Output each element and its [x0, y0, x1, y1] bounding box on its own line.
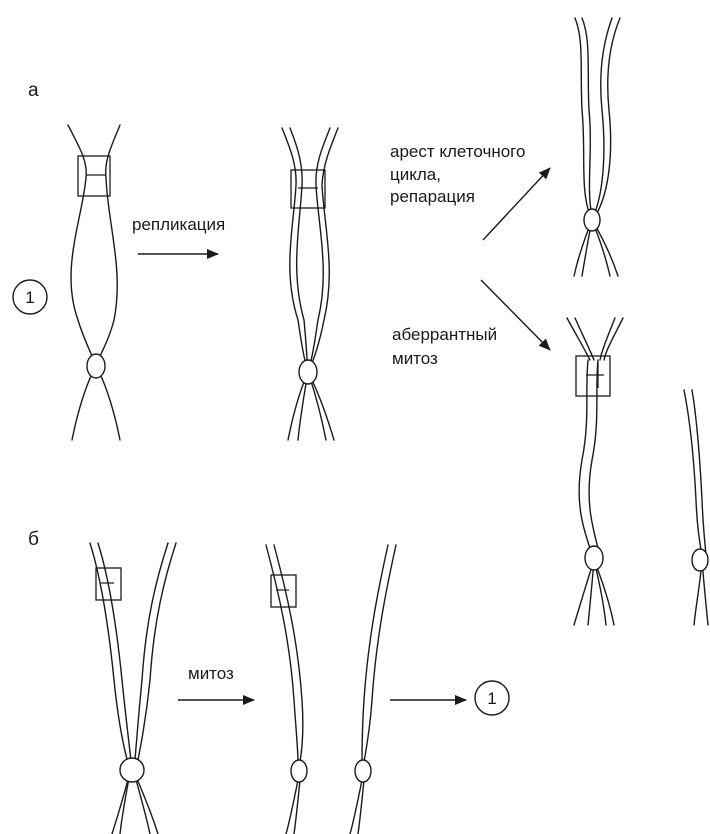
- lesion-box-a4: [576, 356, 610, 396]
- chromosome-a5: [684, 390, 708, 625]
- aberrant-label-1: аберрантный: [392, 325, 497, 344]
- centromere-b3: [355, 760, 371, 782]
- arrest-label-3: репарация: [390, 187, 475, 206]
- centromere-b2: [291, 760, 307, 782]
- chromosome-a4: [567, 318, 623, 625]
- chromosome-b3: [350, 545, 396, 834]
- chromosome-b1: [90, 543, 176, 834]
- chromosome-a2: [282, 128, 338, 440]
- marker-circle-a-label: 1: [25, 288, 34, 307]
- centromere-a3: [584, 209, 600, 231]
- chromosome-a3: [574, 18, 620, 276]
- arrest-label-1: арест клеточного: [390, 142, 525, 161]
- marker-circle-b-label: 1: [487, 689, 496, 708]
- centromere-a5: [692, 549, 708, 571]
- centromere-a2: [299, 360, 317, 384]
- marker-circle-a: 1: [13, 280, 47, 314]
- centromere-a4: [585, 546, 603, 570]
- arrow-to-arrest: [483, 168, 550, 240]
- panel-label-b: б: [28, 529, 39, 550]
- centromere-a1: [87, 354, 105, 378]
- marker-circle-b: 1: [475, 681, 509, 715]
- arrest-label-2: цикла,: [390, 165, 441, 184]
- aberrant-label-2: митоз: [392, 349, 438, 368]
- chromosome-a1: [68, 125, 120, 440]
- centromere-b1: [120, 758, 144, 782]
- mitosis-label: митоз: [188, 664, 234, 683]
- chromosome-b2: [266, 545, 307, 834]
- replication-label: репликация: [132, 215, 225, 234]
- panel-label-a: а: [28, 80, 39, 101]
